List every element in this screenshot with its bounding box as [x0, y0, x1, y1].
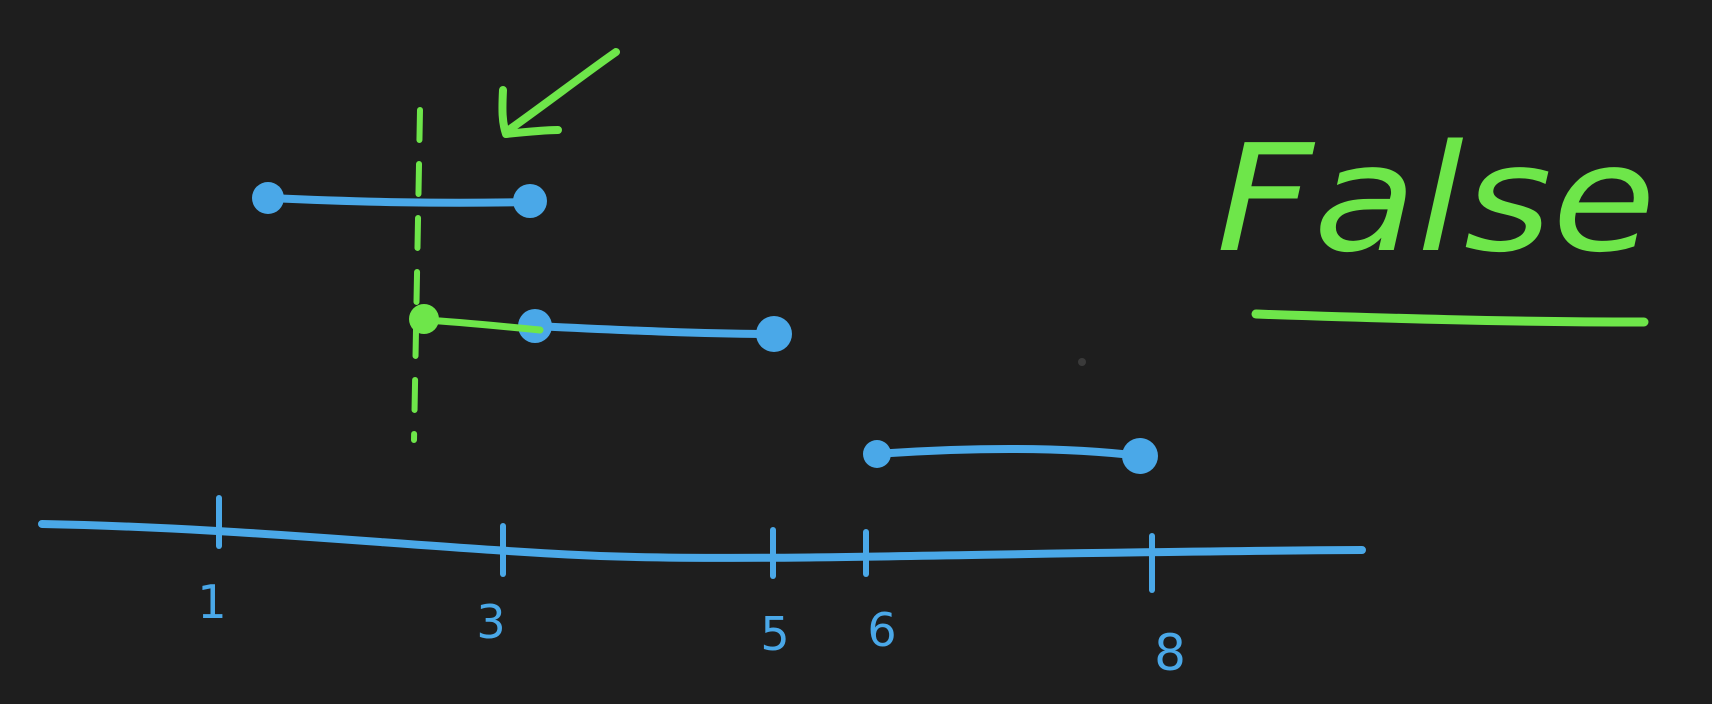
interval-1-3 — [252, 182, 547, 218]
interval-3-5-end-point — [756, 316, 792, 352]
shifted-start-marker — [409, 304, 544, 334]
tick-label-8: 8 — [1154, 624, 1186, 682]
tick-label-5: 5 — [760, 607, 789, 661]
interval-6-8 — [863, 438, 1158, 474]
arrow-icon — [498, 48, 620, 138]
interval-6-8-segment — [873, 445, 1144, 460]
stray-dot — [1078, 358, 1086, 366]
dashed-marker-line — [411, 107, 423, 443]
interval-6-8-start-point — [863, 440, 891, 468]
interval-3-5 — [518, 309, 792, 352]
interval-3-5-segment — [531, 322, 778, 338]
tick-label-3: 3 — [476, 595, 505, 649]
false-underline — [1251, 309, 1649, 327]
number-line-axis — [38, 520, 1366, 562]
tick-label-6: 6 — [867, 603, 896, 657]
interval-6-8-end-point — [1122, 438, 1158, 474]
interval-1-3-segment — [264, 194, 534, 207]
false-annotation: False — [1216, 113, 1656, 327]
tick-label-1: 1 — [197, 575, 226, 629]
shifted-start-point — [409, 304, 439, 334]
interval-1-3-start-point — [252, 182, 284, 214]
number-line: 1 3 5 6 8 — [38, 495, 1366, 682]
interval-1-3-end-point — [513, 184, 547, 218]
false-label: False — [1216, 113, 1656, 285]
